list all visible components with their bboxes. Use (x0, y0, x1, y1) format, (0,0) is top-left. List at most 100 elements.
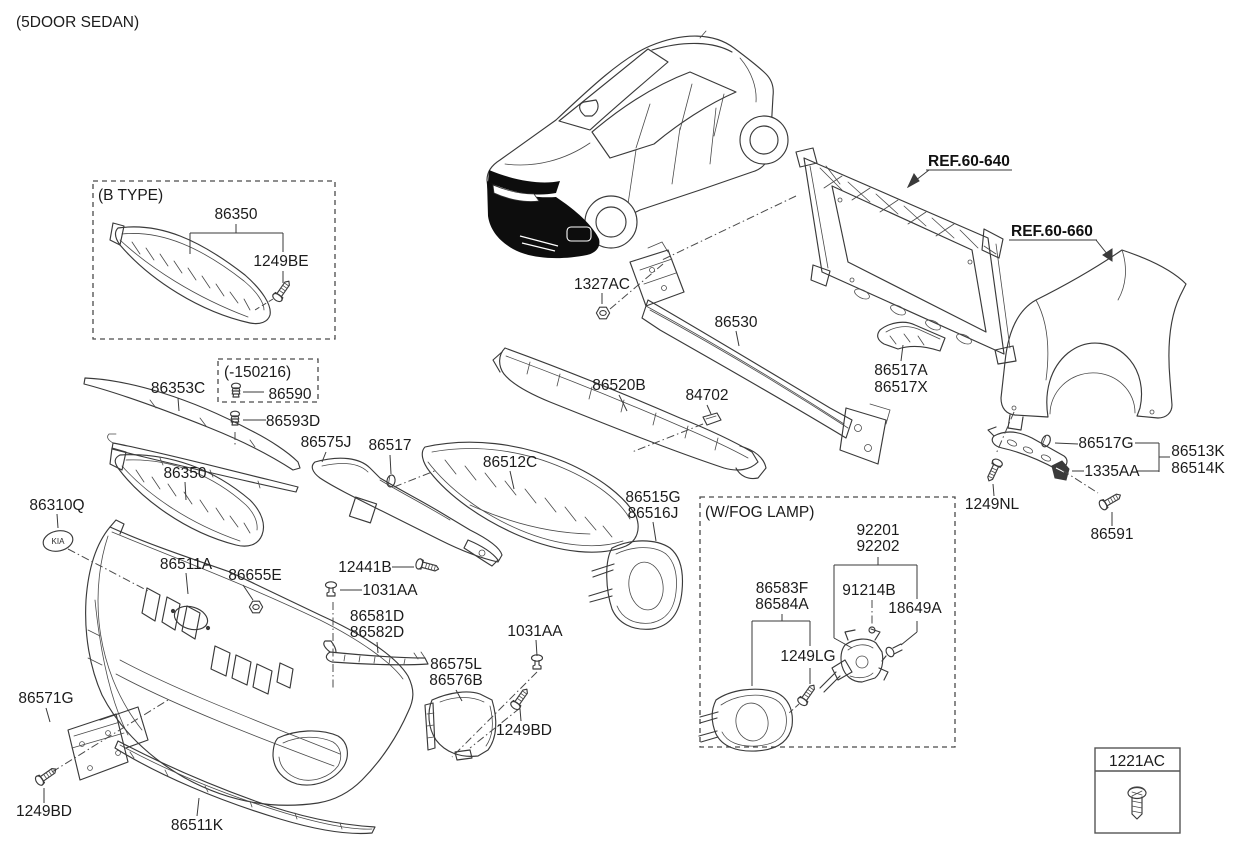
part-label-86575j: 86575J (301, 434, 352, 451)
side-bracket-86513k (983, 426, 1124, 512)
section-label-b-type: (B TYPE) (98, 187, 163, 204)
part-label-86576b: 86576B (429, 672, 482, 689)
front-bumper (85, 519, 414, 806)
part-label-86590: 86590 (268, 386, 311, 403)
part-label-86512c: 86512C (483, 454, 537, 471)
license-plate-bracket (67, 706, 149, 781)
part-label-86530: 86530 (714, 314, 757, 331)
energy-absorber-86520b (492, 347, 767, 480)
part-label-12441b: 12441B (338, 559, 391, 576)
fog-lamp-box (699, 496, 956, 748)
nut-icon (595, 306, 611, 320)
cover-strip-lower (107, 433, 299, 493)
part-label-1031aa-a: 1031AA (362, 582, 418, 599)
part-label-1249bd-b: 1249BD (496, 722, 552, 739)
part-label-1249lg: 1249LG (780, 648, 835, 665)
part-label-86591: 86591 (1090, 526, 1133, 543)
radiator-grille (109, 447, 265, 547)
fog-bulb-18649a (881, 643, 903, 662)
ref-label-60-660: REF.60-660 (1011, 223, 1093, 240)
part-label-86514k: 86514K (1171, 460, 1225, 477)
bracket-86581d (323, 640, 429, 666)
clip-icon (324, 581, 338, 597)
leader-lines (43, 169, 1170, 817)
kia-badge: KIA (42, 530, 74, 552)
part-label-86517x: 86517X (874, 379, 928, 396)
part-label-18649a: 18649A (888, 600, 942, 617)
screw-icon (230, 382, 242, 398)
grille-bracket-86575j (311, 457, 503, 567)
page-title: (5DOOR SEDAN) (16, 14, 139, 31)
bracket-86517a (877, 321, 946, 352)
bumper-grille-86512c (421, 441, 639, 553)
nut-icon (248, 600, 264, 614)
bolt-icon (1097, 489, 1124, 512)
fog-lamp-cover (698, 688, 793, 752)
date-note-section (217, 358, 319, 403)
date-note-box (217, 358, 319, 403)
screw-icon (229, 410, 241, 426)
part-label-86310q: 86310Q (29, 497, 84, 514)
bumper-lip-86511k (114, 740, 376, 835)
fog-lamp-unit (819, 628, 889, 693)
clip-icon (1039, 433, 1053, 449)
screw-icon (983, 457, 1005, 484)
part-label-1327ac: 1327AC (574, 276, 630, 293)
part-label-86517a: 86517A (874, 362, 928, 379)
part-label-1221ac: 1221AC (1109, 753, 1165, 770)
part-label-86350-btype: 86350 (214, 206, 257, 223)
assembly-reference-lines (51, 195, 1099, 773)
part-label-86593d: 86593D (266, 413, 320, 430)
part-label-86517: 86517 (368, 437, 411, 454)
part-label-86583f: 86583F (756, 580, 809, 597)
part-label-92201: 92201 (856, 522, 899, 539)
part-label-86353c: 86353C (151, 380, 205, 397)
b-type-section (92, 180, 336, 340)
ref-label-60-640: REF.60-640 (928, 153, 1010, 170)
part-label-1335aa: 1335AA (1084, 463, 1140, 480)
bolt-icon (270, 277, 294, 304)
clip-84702 (702, 412, 722, 426)
part-label-86581d: 86581D (350, 608, 404, 625)
part-label-86582d: 86582D (350, 624, 404, 641)
part-label-86350: 86350 (163, 465, 206, 482)
fog-adjust-hole (868, 626, 876, 634)
screw-icon (414, 557, 441, 575)
part-label-86571g: 86571G (18, 690, 73, 707)
grille-b-type (109, 222, 271, 325)
part-label-86520b: 86520B (592, 377, 645, 394)
labels: (5DOOR SEDAN) (B TYPE) 86350 1249BE (-15… (16, 14, 1225, 834)
part-label-86516j: 86516J (628, 505, 679, 522)
radiator-support-frame (795, 147, 1017, 365)
bolt-icon (508, 685, 532, 712)
kia-badge-text: KIA (52, 537, 66, 546)
part-label-86513k: 86513K (1171, 443, 1225, 460)
section-label-fog-lamp: (W/FOG LAMP) (705, 504, 814, 521)
fog-cover-86515g (588, 540, 684, 630)
screw-icon (1127, 786, 1147, 820)
part-label-86517g: 86517G (1078, 435, 1133, 452)
part-label-1249nl: 1249NL (965, 496, 1020, 513)
front-fender (1000, 249, 1187, 431)
section-label-date: (-150216) (224, 364, 291, 381)
part-label-86511k: 86511K (171, 817, 224, 834)
part-label-86575l: 86575L (430, 656, 482, 673)
part-label-86511a: 86511A (160, 556, 213, 573)
part-label-84702: 84702 (685, 387, 728, 404)
part-label-86655e: 86655E (228, 567, 281, 584)
part-label-1249bd-a: 1249BD (16, 803, 72, 820)
cover-strip-upper (83, 377, 301, 471)
b-type-box (92, 180, 336, 340)
clip-icon (530, 654, 544, 670)
part-label-92202: 92202 (856, 538, 899, 555)
fasteners (33, 306, 611, 788)
fog-lamp-section (698, 496, 956, 752)
part-label-86515g: 86515G (625, 489, 680, 506)
clip-icon (385, 473, 397, 489)
bolt-icon (33, 764, 60, 788)
fastener-legend-box (1094, 747, 1181, 834)
car-illustration (486, 30, 789, 259)
bumper-beam-86530 (629, 241, 891, 465)
part-label-91214b: 91214B (842, 582, 895, 599)
